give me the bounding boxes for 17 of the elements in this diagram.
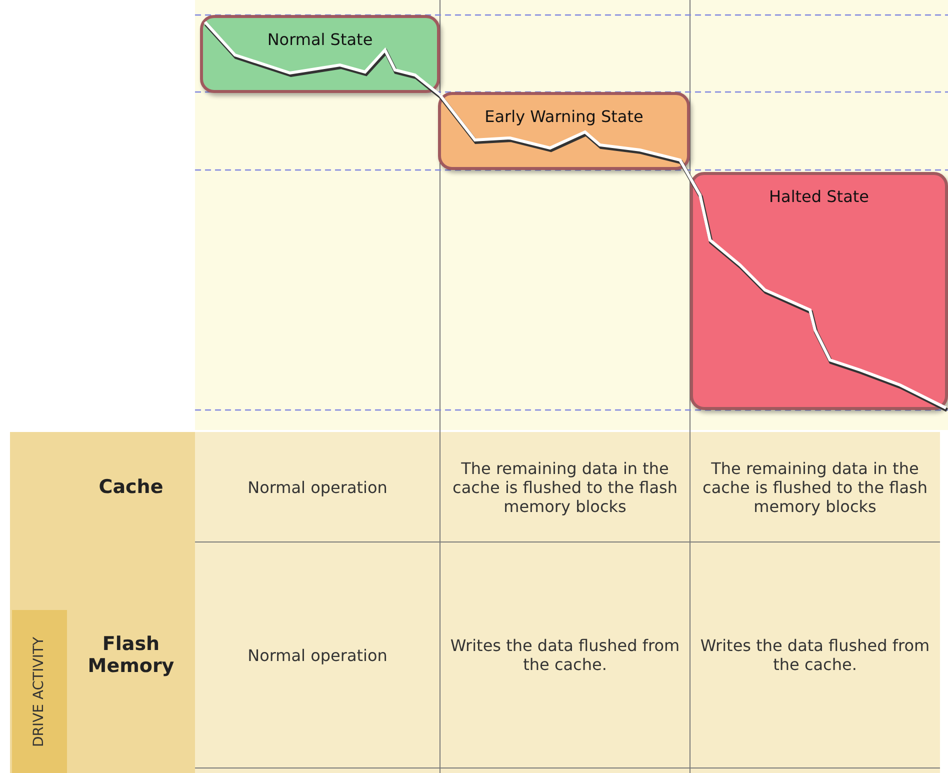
state-box xyxy=(200,15,440,93)
trend-line xyxy=(204,21,442,99)
side-label: DRIVE ACTIVITY xyxy=(32,636,48,747)
state-box xyxy=(690,172,948,410)
state-box xyxy=(438,92,690,170)
state-label: Normal State xyxy=(267,30,373,49)
state-label: Early Warning State xyxy=(484,107,644,126)
state-label: Halted State xyxy=(769,187,869,206)
row-header: Flash Memory xyxy=(86,633,176,677)
table-cell: Writes the data flushed from the cache. xyxy=(700,636,930,674)
table-cell-text: The remaining data in the cache is flushed to the flash memory blocks xyxy=(702,458,928,516)
trend-line xyxy=(438,94,948,412)
row-header: Cache xyxy=(98,476,164,498)
table-cell-text: The remaining data in the cache is flushed to the flash memory blocks xyxy=(452,458,678,516)
table-cell: Normal operation xyxy=(248,646,388,664)
table-cell: Normal operation xyxy=(248,478,388,496)
table-cell: Writes the data flushed from the cache. xyxy=(450,636,680,674)
